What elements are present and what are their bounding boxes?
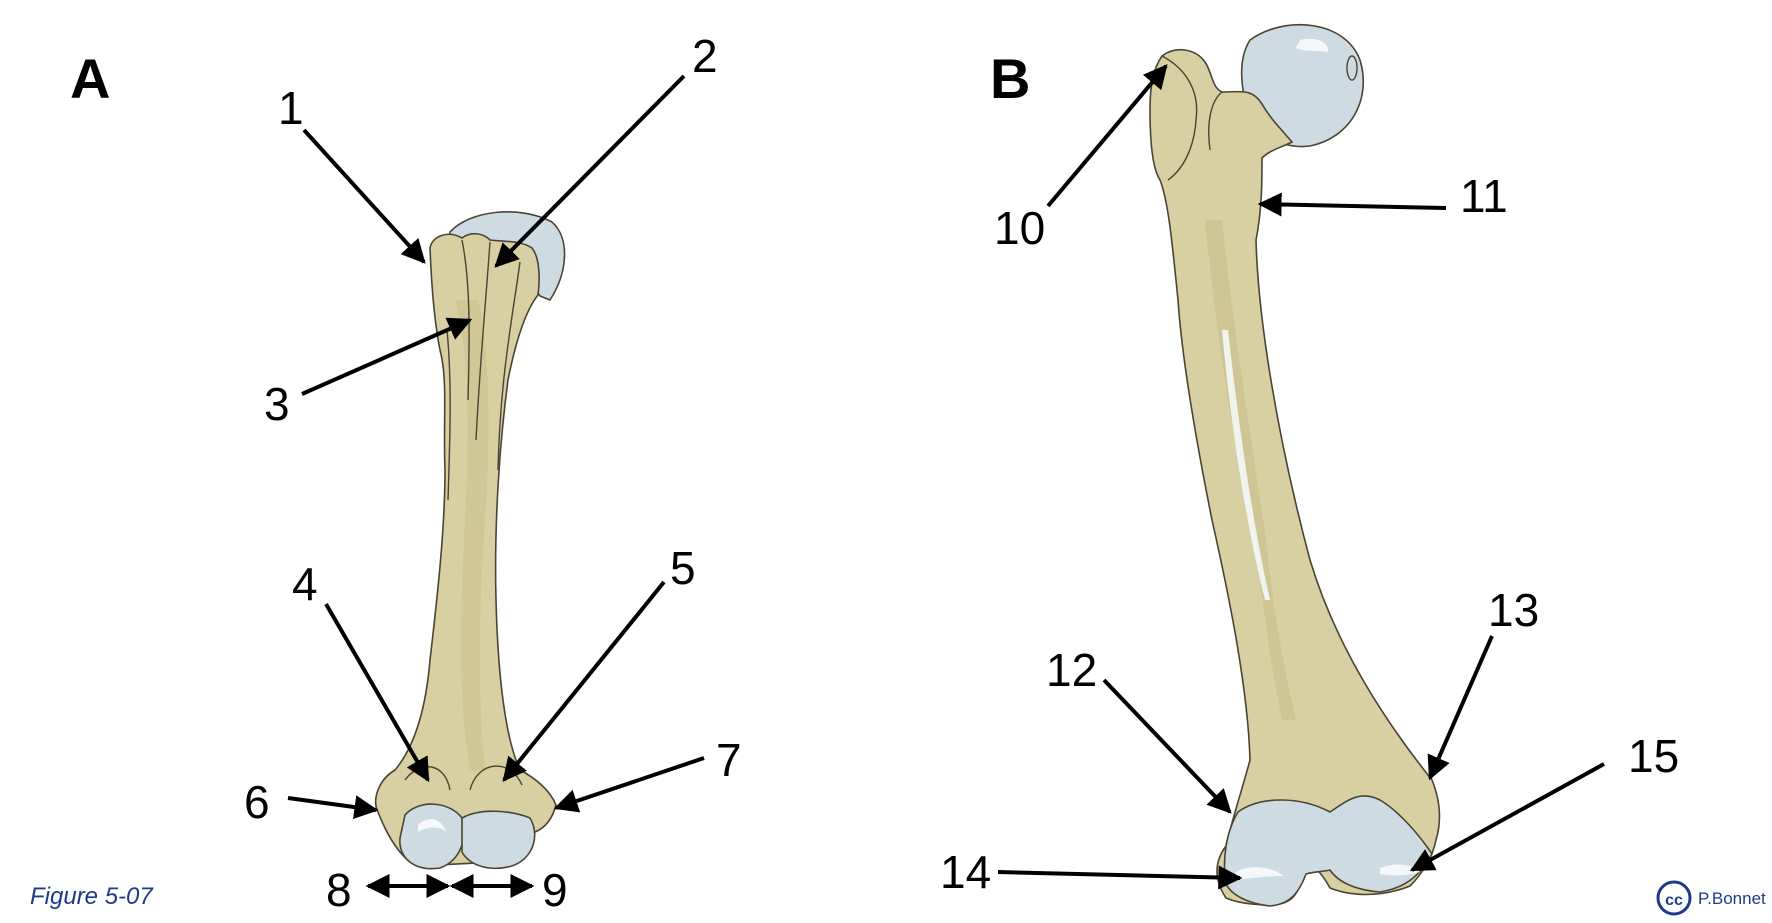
arrow-4 bbox=[324, 602, 430, 783]
label-2: 2 bbox=[692, 30, 718, 82]
arrow-12 bbox=[1102, 678, 1232, 814]
cc-logo-text: cc bbox=[1665, 892, 1683, 909]
label-7: 7 bbox=[716, 734, 742, 786]
figure-caption: Figure 5-07 bbox=[30, 883, 154, 910]
label-4: 4 bbox=[292, 558, 318, 610]
arrow-15 bbox=[1409, 762, 1605, 872]
panel-label-a: A bbox=[70, 47, 110, 110]
panel-label-b: B bbox=[990, 47, 1030, 110]
arrow-13 bbox=[1427, 635, 1494, 781]
arrow-7 bbox=[553, 756, 705, 813]
author-credit: P.Bonnet bbox=[1698, 889, 1766, 908]
label-11: 11 bbox=[1460, 170, 1508, 222]
arrow-1 bbox=[302, 128, 426, 264]
creative-commons-credit: cc P.Bonnet bbox=[1656, 880, 1766, 916]
femur-illustration bbox=[1149, 23, 1441, 907]
arrow-5 bbox=[502, 580, 666, 782]
label-13: 13 bbox=[1488, 584, 1539, 636]
arrow-14 bbox=[997, 865, 1243, 890]
humerus-illustration bbox=[374, 211, 566, 870]
arrow-10 bbox=[1046, 64, 1168, 208]
label-3: 3 bbox=[264, 378, 290, 430]
creative-commons-icon bbox=[1656, 880, 1692, 916]
label-5: 5 bbox=[670, 542, 696, 594]
arrow-6 bbox=[287, 795, 379, 819]
arrow-2 bbox=[494, 74, 686, 268]
label-9: 9 bbox=[542, 864, 568, 916]
label-1: 1 bbox=[278, 82, 304, 134]
label-15: 15 bbox=[1628, 730, 1679, 782]
label-8: 8 bbox=[326, 864, 352, 916]
arrow-3 bbox=[301, 317, 473, 396]
label-12: 12 bbox=[1046, 644, 1097, 696]
label-6: 6 bbox=[244, 776, 270, 828]
label-14: 14 bbox=[940, 846, 991, 898]
label-10: 10 bbox=[994, 202, 1045, 254]
arrow-11 bbox=[1257, 192, 1447, 217]
